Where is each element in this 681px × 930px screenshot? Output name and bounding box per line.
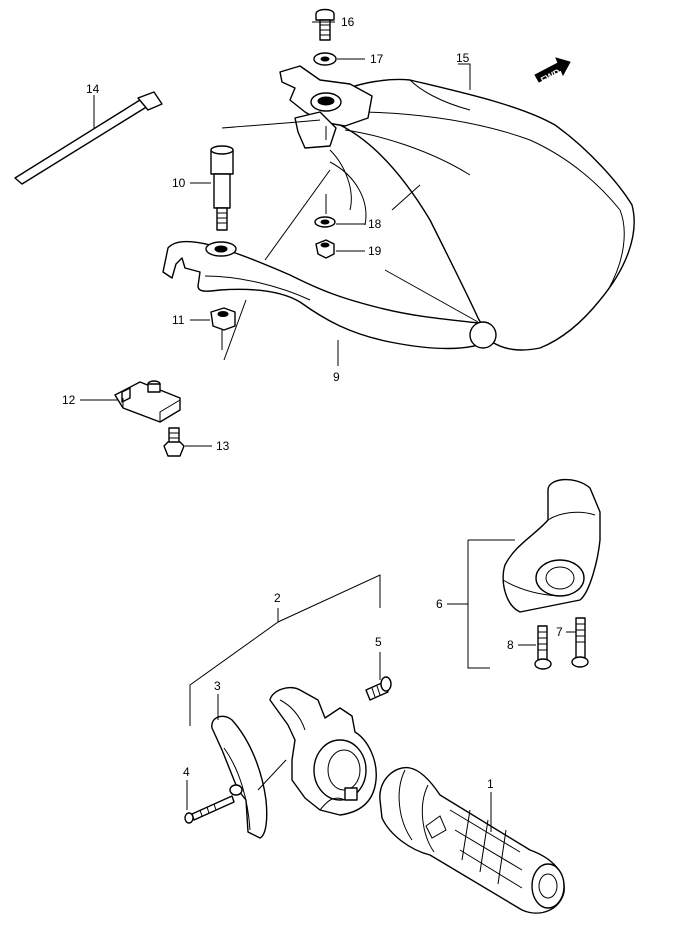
callout-14: 14 xyxy=(86,82,100,96)
screw-4 xyxy=(184,795,235,824)
callout-18: 18 xyxy=(368,217,382,231)
throttle-housing xyxy=(269,686,377,816)
nut-11 xyxy=(210,307,236,331)
forward-arrow-icon: FWD xyxy=(534,57,571,85)
callout-19: 19 xyxy=(368,244,382,258)
callout-10: 10 xyxy=(172,176,186,190)
callout-16: 16 xyxy=(341,15,355,29)
leader-lines xyxy=(80,21,576,832)
clamp-holder xyxy=(502,478,601,613)
callout-7: 7 xyxy=(556,625,563,639)
callout-4: 4 xyxy=(183,765,190,779)
collar-bolt xyxy=(210,145,234,231)
callout-12: 12 xyxy=(62,393,76,407)
callout-5: 5 xyxy=(375,635,382,649)
screw-8 xyxy=(534,625,552,670)
callout-13: 13 xyxy=(216,439,230,453)
nut-19 xyxy=(315,239,335,259)
screw-16 xyxy=(315,8,335,41)
callout-labels: 16 17 15 14 10 18 19 11 9 12 13 2 6 8 7 … xyxy=(62,15,563,791)
callout-6: 6 xyxy=(436,597,443,611)
callout-11: 11 xyxy=(172,313,185,327)
callout-17: 17 xyxy=(370,52,384,66)
callout-15: 15 xyxy=(456,51,470,65)
screw-7 xyxy=(571,617,589,668)
callout-1: 1 xyxy=(487,777,494,791)
clutch-lever xyxy=(162,240,497,350)
washer-18 xyxy=(314,216,336,228)
lever-switch xyxy=(114,380,181,423)
washer-17 xyxy=(313,52,337,66)
callout-9: 9 xyxy=(333,370,340,384)
bolt-13 xyxy=(163,427,185,457)
guide-plate xyxy=(211,715,268,839)
hand-guard xyxy=(329,78,635,351)
throttle-grip xyxy=(379,766,565,914)
callout-8: 8 xyxy=(507,638,514,652)
callout-3: 3 xyxy=(214,679,221,693)
cable-tie xyxy=(14,91,163,185)
screw-5 xyxy=(365,676,392,701)
callout-2: 2 xyxy=(274,591,281,605)
